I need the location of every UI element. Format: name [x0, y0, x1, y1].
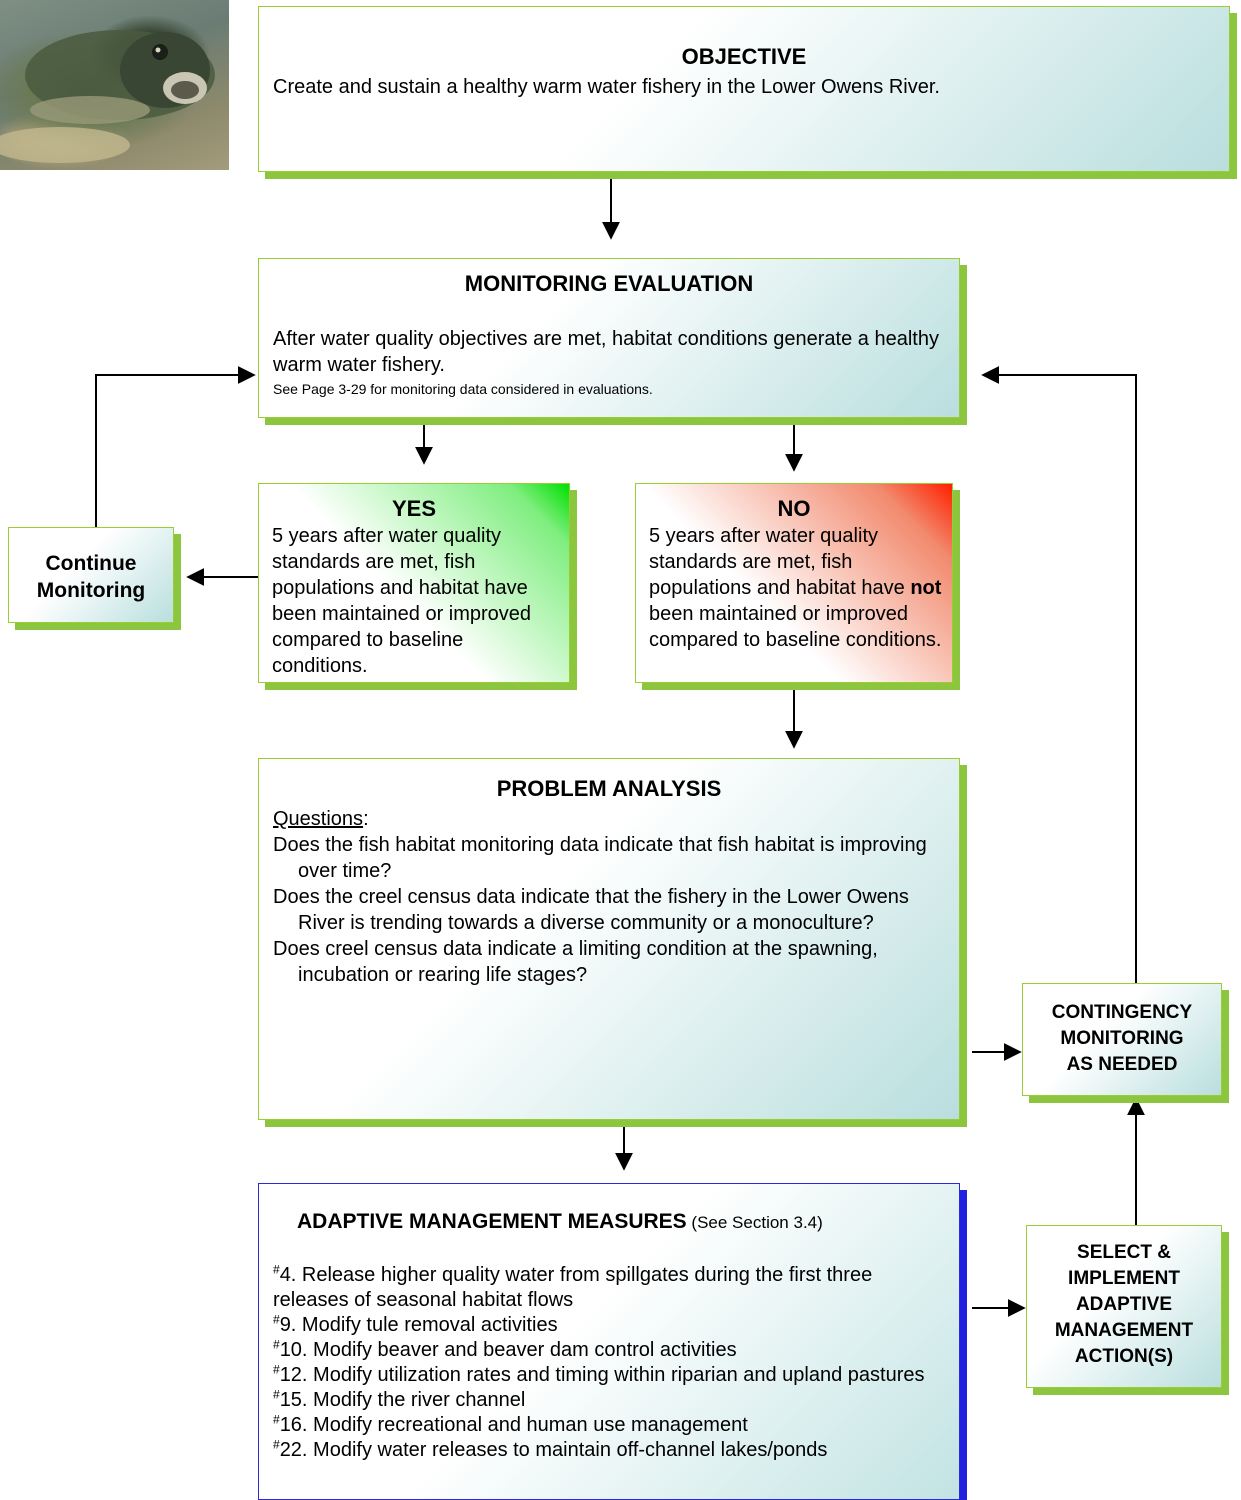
adaptive-title: ADAPTIVE MANAGEMENT MEASURES [297, 1210, 687, 1233]
measure-item: #16. Modify recreational and human use m… [273, 1412, 748, 1436]
largemouth-bass-photo [0, 0, 229, 170]
continue-monitoring-box: Continue Monitoring [8, 527, 174, 623]
select-implement-box: SELECT & IMPLEMENT ADAPTIVE MANAGEMENT A… [1026, 1225, 1222, 1388]
fish-illustration [0, 30, 215, 163]
problem-title: PROBLEM ANALYSIS [496, 776, 722, 801]
monitoring-title: MONITORING EVALUATION [464, 271, 754, 296]
contingency-label: CONTINGENCY MONITORING AS NEEDED [1023, 1000, 1221, 1078]
objective-text: Create and sustain a healthy warm water … [273, 76, 940, 98]
no-text-after: been maintained or improved compared to … [649, 603, 942, 651]
objective-box: OBJECTIVE Create and sustain a healthy w… [258, 6, 1230, 172]
select-line: MANAGEMENT [1054, 1320, 1194, 1341]
question-item: Does creel census data indicate a limiti… [273, 938, 878, 986]
monitoring-text: After water quality objectives are met, … [273, 328, 939, 376]
continue-line-1: Continue [45, 552, 137, 575]
no-outcome-box: NO 5 years after water quality standards… [635, 483, 953, 683]
arrow-continue-to-monitoring [95, 366, 256, 527]
questions-colon: : [363, 808, 369, 830]
yes-title: YES [391, 496, 437, 521]
questions-heading: Questions: [273, 806, 929, 832]
measure-marker: # [273, 1362, 280, 1377]
adaptive-heading: ADAPTIVE MANAGEMENT MEASURES (See Sectio… [297, 1210, 823, 1234]
measure-marker: # [273, 1312, 280, 1327]
contingency-line: AS NEEDED [1066, 1054, 1178, 1075]
measure-marker: # [273, 1437, 280, 1452]
select-line: IMPLEMENT [1068, 1268, 1180, 1289]
objective-title: OBJECTIVE [681, 44, 807, 69]
no-text-before: 5 years after water quality standards ar… [649, 525, 911, 599]
adaptive-management-box: ADAPTIVE MANAGEMENT MEASURES (See Sectio… [258, 1183, 960, 1500]
question-item: Does the creel census data indicate that… [273, 886, 909, 934]
question-item: Does the fish habitat monitoring data in… [273, 834, 927, 882]
measure-item: #15. Modify the river channel [273, 1387, 526, 1411]
yes-outcome-box: YES 5 years after water quality standard… [258, 483, 570, 683]
contingency-line: MONITORING [1060, 1028, 1184, 1049]
measure-item: #9. Modify tule removal activities [273, 1312, 558, 1336]
no-text-bold: not [910, 577, 942, 599]
yes-text: 5 years after water quality standards ar… [272, 525, 532, 677]
problem-analysis-box: PROBLEM ANALYSIS Questions: Does the fis… [258, 758, 960, 1120]
problem-body: Questions: Does the fish habitat monitor… [273, 806, 929, 988]
monitoring-evaluation-box: MONITORING EVALUATION After water qualit… [258, 258, 960, 418]
adaptive-title-note: (See Section 3.4) [686, 1213, 823, 1232]
select-label: SELECT & IMPLEMENT ADAPTIVE MANAGEMENT A… [1027, 1240, 1221, 1370]
contingency-line: CONTINGENCY [1051, 1002, 1193, 1023]
measure-item: #10. Modify beaver and beaver dam contro… [273, 1337, 737, 1361]
arrow-contingency-to-monitoring [981, 366, 1137, 983]
select-line: ADAPTIVE [1075, 1294, 1173, 1315]
measure-marker: # [273, 1387, 280, 1402]
continue-line-2: Monitoring [36, 579, 146, 602]
questions-label: Questions [273, 808, 364, 830]
measure-item: #12. Modify utilization rates and timing… [273, 1362, 925, 1386]
measure-marker: # [273, 1337, 280, 1352]
no-text: 5 years after water quality standards ar… [649, 523, 944, 653]
adaptive-measures-list: #4. Release higher quality water from sp… [273, 1263, 929, 1463]
measure-item: #4. Release higher quality water from sp… [273, 1262, 873, 1311]
measure-marker: # [273, 1262, 280, 1277]
measure-item: #22. Modify water releases to maintain o… [273, 1437, 828, 1461]
contingency-monitoring-box: CONTINGENCY MONITORING AS NEEDED [1022, 983, 1222, 1096]
monitoring-note: See Page 3-29 for monitoring data consid… [273, 381, 653, 397]
select-line: ACTION(S) [1074, 1346, 1174, 1367]
no-title: NO [777, 496, 811, 521]
select-line: SELECT & [1077, 1242, 1171, 1263]
measure-marker: # [273, 1412, 280, 1427]
